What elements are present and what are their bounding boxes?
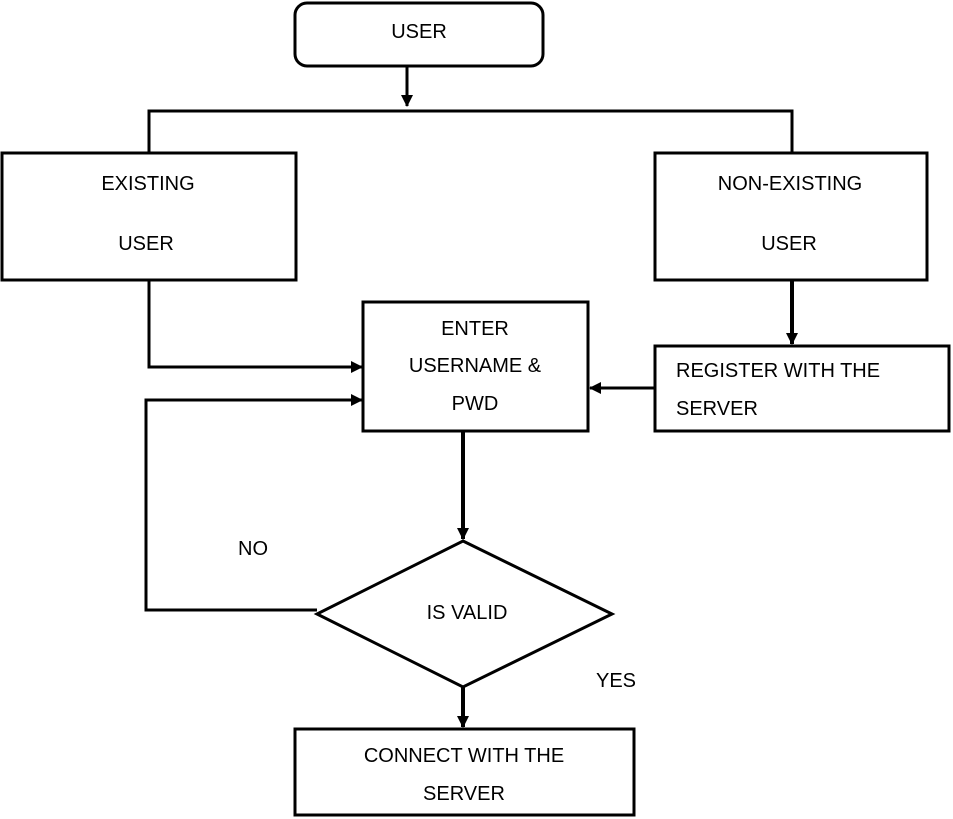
register-label-line2: SERVER [676, 398, 758, 420]
user-node [293, 1, 545, 68]
nonexisting-label-line2: USER [761, 233, 817, 255]
isvalid-label: IS VALID [427, 602, 508, 624]
connect-label-line2: SERVER [423, 783, 505, 805]
existing-label-line1: EXISTING [101, 173, 194, 195]
existing-label-line2: USER [118, 233, 174, 255]
nonexisting-label-line1: NON-EXISTING [718, 173, 862, 195]
register-node [653, 344, 951, 433]
register-label-line1: REGISTER WITH THE [676, 360, 880, 382]
edge-label-no: NO [238, 538, 268, 560]
edge-existing-to-enter [147, 280, 363, 373]
edge-no-loop-back [144, 394, 363, 612]
connect-label-line1: CONNECT WITH THE [364, 745, 564, 767]
edge-split-branches [147, 109, 794, 153]
user-label: USER [391, 21, 447, 43]
enter-label-line1: ENTER [441, 318, 509, 340]
existing-user-node [0, 151, 298, 282]
enter-credentials-node [361, 300, 590, 433]
enter-label-line2: USERNAME & [409, 355, 542, 377]
edge-label-yes: YES [596, 670, 636, 692]
connect-node [293, 727, 636, 817]
enter-label-line3: PWD [452, 393, 499, 415]
